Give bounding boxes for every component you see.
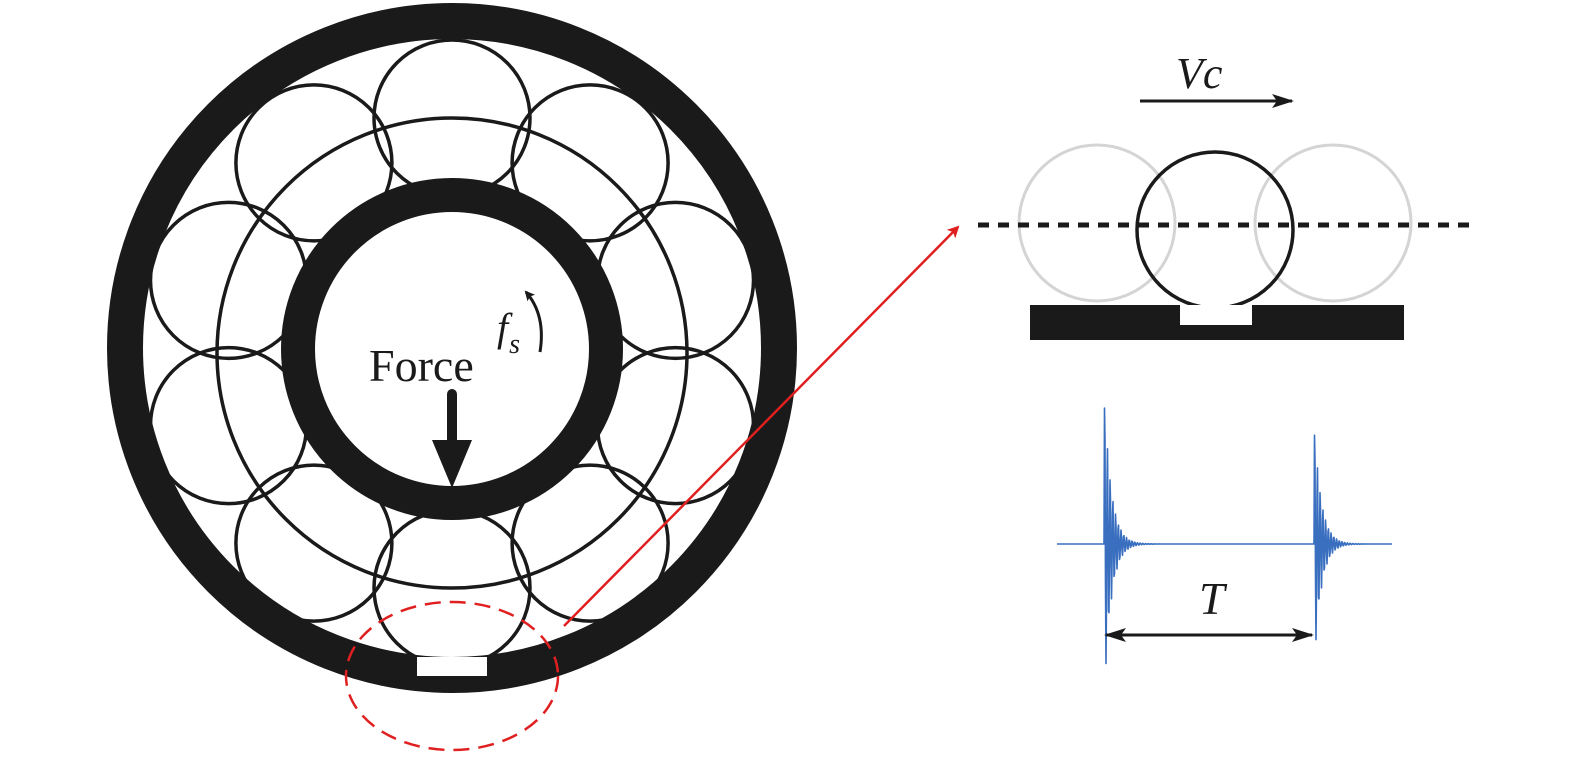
- rolling-ball-5: [234, 83, 394, 243]
- ghost-ball-right: [1253, 143, 1413, 303]
- force-arrow: [432, 389, 472, 488]
- force-label: Force: [369, 340, 474, 391]
- rolling-ball: [1135, 150, 1295, 310]
- zoom-arrow: [563, 225, 960, 627]
- bearing: Force fs: [107, 3, 960, 752]
- outer-race-defect: [416, 657, 488, 677]
- period-label: T: [1199, 573, 1228, 624]
- rotation-arrow: [524, 290, 543, 353]
- rotation-frequency-label: fs: [497, 305, 520, 360]
- fault-highlight-ellipse: [344, 600, 560, 752]
- velocity-label: Vc: [1176, 49, 1223, 98]
- vibration-signal: [1056, 407, 1393, 665]
- rolling-ball-10: [510, 463, 670, 623]
- rolling-ball-2: [234, 463, 394, 623]
- cage-ring: [215, 116, 689, 590]
- zoomed-detail: Vc T: [978, 49, 1472, 665]
- inner-race: [281, 178, 623, 520]
- rolling-ball-7: [510, 83, 670, 243]
- raceway-defect: [1180, 305, 1252, 325]
